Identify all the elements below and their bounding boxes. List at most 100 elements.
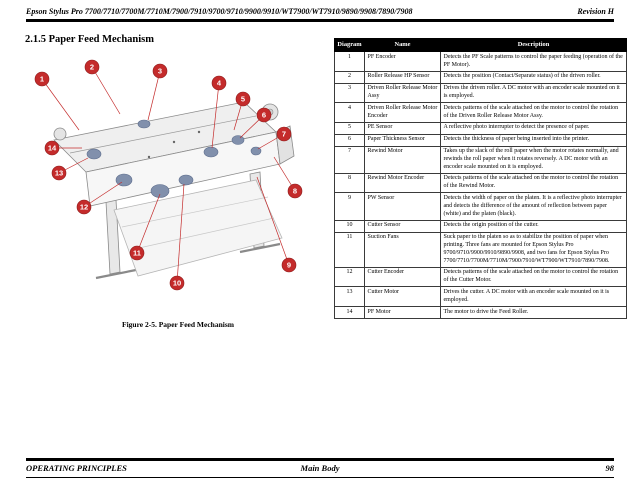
svg-text:2: 2 [90, 63, 94, 72]
callout-9: 9 [281, 257, 297, 273]
callout-leader-line [176, 183, 185, 284]
diagram-number-cell: 12 [334, 266, 365, 288]
svg-text:8: 8 [293, 187, 297, 196]
section-title: 2.1.5 Paper Feed Mechanism [25, 34, 154, 45]
description-cell: Drives the driven roller. A DC motor wit… [440, 82, 627, 104]
callout-10: 10 [169, 275, 185, 291]
callout-leader-line [83, 181, 123, 208]
header-rule [26, 19, 614, 22]
printer-illustration [53, 101, 295, 280]
callout-11: 11 [129, 245, 145, 261]
description-cell: Detects the PF Scale patterns to control… [440, 51, 627, 72]
part-name-cell: PF Encoder [364, 51, 441, 72]
svg-text:7: 7 [282, 130, 286, 139]
col-header-diagram: Diagram [334, 37, 365, 53]
diagram-number-cell: 9 [334, 192, 365, 221]
callout-leader-line [211, 82, 220, 149]
svg-text:6: 6 [262, 111, 266, 120]
page-header: Epson Stylus Pro 7700/7710/7700M/7710M/7… [26, 7, 614, 16]
callout-2: 2 [84, 59, 100, 75]
callout-14: 14 [44, 140, 60, 156]
svg-text:3: 3 [158, 67, 162, 76]
callout-8: 8 [287, 183, 303, 199]
callout-leader-line [147, 70, 161, 121]
figure-caption: Figure 2-5. Paper Feed Mechanism [122, 320, 234, 329]
part-name-cell: Rewind Motor Encoder [364, 172, 441, 194]
doc-title: Epson Stylus Pro 7700/7710/7700M/7710M/7… [26, 7, 413, 16]
diagram-number-cell: 5 [334, 121, 365, 135]
description-cell: Drives the cutter. A DC motor with an en… [440, 286, 627, 308]
footer-section-label: OPERATING PRINCIPLES [26, 463, 127, 473]
part-name-cell: Cutter Motor [364, 286, 441, 308]
part-name-cell: PE Sensor [364, 121, 441, 135]
part-name-cell: PW Sensor [364, 192, 441, 221]
col-header-description: Description [440, 37, 627, 53]
description-cell: Detects patterns of the scale attached o… [440, 102, 627, 123]
part-name-cell: Driven Roller Release Motor Encoder [364, 102, 441, 123]
part-name-cell: Driven Roller Release Motor Assy [364, 82, 441, 104]
footer-rule-bottom [26, 476, 614, 478]
part-name-cell: Cutter Sensor [364, 219, 441, 233]
diagram-number-cell: 3 [334, 82, 365, 104]
callout-4: 4 [211, 75, 227, 91]
callout-5: 5 [235, 91, 251, 107]
diagram-number-cell: 1 [334, 51, 365, 72]
diagram-number-cell: 10 [334, 219, 365, 233]
svg-text:12: 12 [80, 203, 88, 212]
svg-text:10: 10 [173, 279, 181, 288]
callout-leader-line [256, 176, 290, 266]
part-name-cell: Suction Fans [364, 231, 441, 268]
svg-text:9: 9 [287, 261, 291, 270]
description-cell: Detects the position (Contact/Separate s… [440, 70, 627, 84]
description-cell: Detects patterns of the scale attached o… [440, 266, 627, 288]
svg-text:13: 13 [55, 169, 63, 178]
diagram-number-cell: 8 [334, 172, 365, 194]
table-header-row: Diagram Name Description [334, 37, 627, 53]
diagram-number-cell: 4 [334, 102, 365, 123]
svg-text:1: 1 [40, 75, 44, 84]
callout-leader-line [136, 193, 161, 254]
svg-text:4: 4 [217, 79, 222, 88]
description-cell: Detects the thickness of paper being ins… [440, 133, 627, 147]
callout-13: 13 [51, 165, 67, 181]
footer-rule-top [26, 458, 614, 461]
callout-leader-line [41, 78, 80, 131]
diagram-number-cell: 13 [334, 286, 365, 308]
description-cell: A reflective photo interrupter to detect… [440, 121, 627, 135]
callout-leader-line [91, 66, 121, 115]
page-footer: OPERATING PRINCIPLES Main Body 98 [26, 463, 614, 473]
description-cell: Detects patterns of the scale attached o… [440, 172, 627, 194]
description-cell: The motor to drive the Feed Roller. [440, 306, 627, 319]
part-name-cell: Rewind Motor [364, 145, 441, 174]
description-cell: Detects the width of paper on the platen… [440, 192, 627, 221]
callout-1: 1 [34, 71, 50, 87]
description-cell: Suck paper to the platen so as to stabil… [440, 231, 627, 268]
diagram-number-cell: 6 [334, 133, 365, 147]
callout-6: 6 [256, 107, 272, 123]
revision-label: Revision H [577, 7, 614, 16]
diagram-number-cell: 11 [334, 231, 365, 268]
footer-book-label: Main Body [300, 463, 340, 473]
part-name-cell: Cutter Encoder [364, 266, 441, 288]
diagram-number-cell: 14 [334, 306, 365, 319]
svg-text:5: 5 [241, 95, 245, 104]
col-header-name: Name [364, 37, 441, 53]
part-name-cell: PF Motor [364, 306, 441, 319]
